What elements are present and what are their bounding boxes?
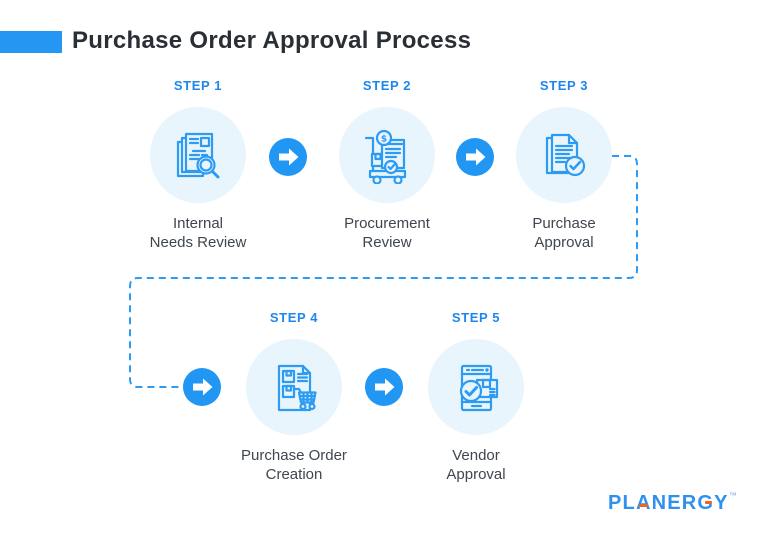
step-name: Internal Needs Review [149,215,247,251]
logo-trademark: ™ [728,491,737,500]
step-name: Purchase Approval [532,215,596,251]
step-circle [150,107,246,203]
step-column-4: STEP 4 [209,310,379,485]
step-name: Procurement Review [344,215,430,251]
page-title: Purchase Order Approval Process [72,27,472,54]
planergy-logo-text: PLANERGY [608,491,729,515]
procurement-cart-icon: $ [364,129,407,184]
title-accent-bar [0,31,62,53]
arrow-right-icon [456,138,494,176]
logo-g-accent [705,501,712,504]
step-circle [428,339,524,435]
step-circle [516,107,612,203]
step-column-1: STEP 1 Internal Needs Review [113,78,283,253]
step-label: STEP 1 [173,78,223,93]
step-label: STEP 5 [451,310,501,325]
step-label: STEP 3 [539,78,589,93]
step-name: Vendor Approval [446,447,506,483]
device-package-check-icon [459,364,499,412]
document-check-icon [545,133,586,177]
step-column-5: STEP 5 Vendor Approval [391,310,561,485]
step-name: Purchase Order Creation [241,447,347,483]
step-label: STEP 4 [269,310,319,325]
step-label: STEP 2 [362,78,412,93]
documents-magnifier-icon [176,132,220,179]
step-column-3: STEP 3 Purchase Approval [479,78,649,253]
arrow-right-icon [269,138,307,176]
logo-a-accent [639,504,648,507]
arrow-right-icon [183,368,221,406]
step-column-2: STEP 2 $ Procurement Revi [302,78,472,253]
svg-text:$: $ [381,135,387,145]
logo-wordmark: PLANERGY [608,492,729,514]
step-circle: $ [339,107,435,203]
purchase-order-cart-icon [277,364,317,412]
arrow-right-icon [365,368,403,406]
step-circle [246,339,342,435]
